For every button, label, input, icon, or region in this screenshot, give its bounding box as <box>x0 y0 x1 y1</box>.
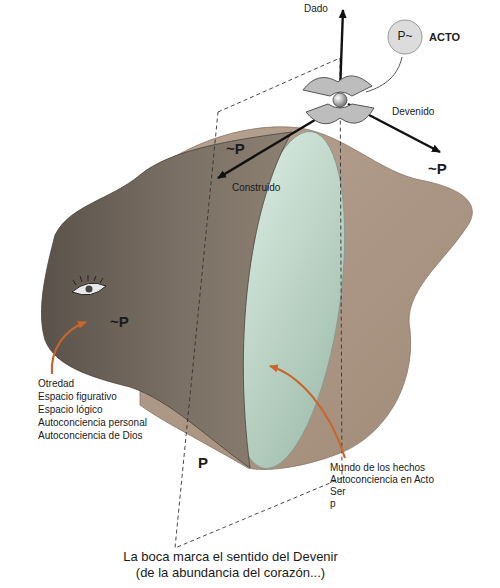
note-line: Autoconciencia de Dios <box>38 430 143 442</box>
note-line: Mundo de los hechos <box>330 462 425 474</box>
circle-text: P~ <box>387 29 423 43</box>
circle-shape <box>388 20 422 54</box>
act-circle: P~ ACTO <box>387 19 462 55</box>
proposition-mark: P <box>198 454 208 472</box>
note-line: p <box>330 498 336 510</box>
axis-label: Dado <box>304 3 328 15</box>
note-line: Autoconciencia personal <box>38 417 147 429</box>
negation-mark: ~P <box>110 313 129 331</box>
negation-mark: ~P <box>428 160 447 178</box>
circle-heading: ACTO <box>429 31 460 44</box>
note-line: Espacio figurativo <box>38 391 117 403</box>
negation-mark: ~P <box>226 140 245 158</box>
caption: La boca marca el sentido del Devenir (de… <box>118 549 343 581</box>
note-line: Otredad <box>38 378 74 390</box>
callout-arrow <box>270 366 345 458</box>
mouth-symbol <box>303 76 374 124</box>
note-line: Autoconciencia en Acto <box>330 474 434 486</box>
axis-label: Construido <box>232 182 280 194</box>
callout-arrow <box>52 322 86 374</box>
axis-label: Devenido <box>392 106 434 118</box>
leader-line <box>366 57 402 92</box>
dashed-plane <box>175 58 342 548</box>
eye-symbol <box>72 275 106 295</box>
note-line: Ser <box>330 486 346 498</box>
note-line: Espacio lógico <box>38 404 102 416</box>
